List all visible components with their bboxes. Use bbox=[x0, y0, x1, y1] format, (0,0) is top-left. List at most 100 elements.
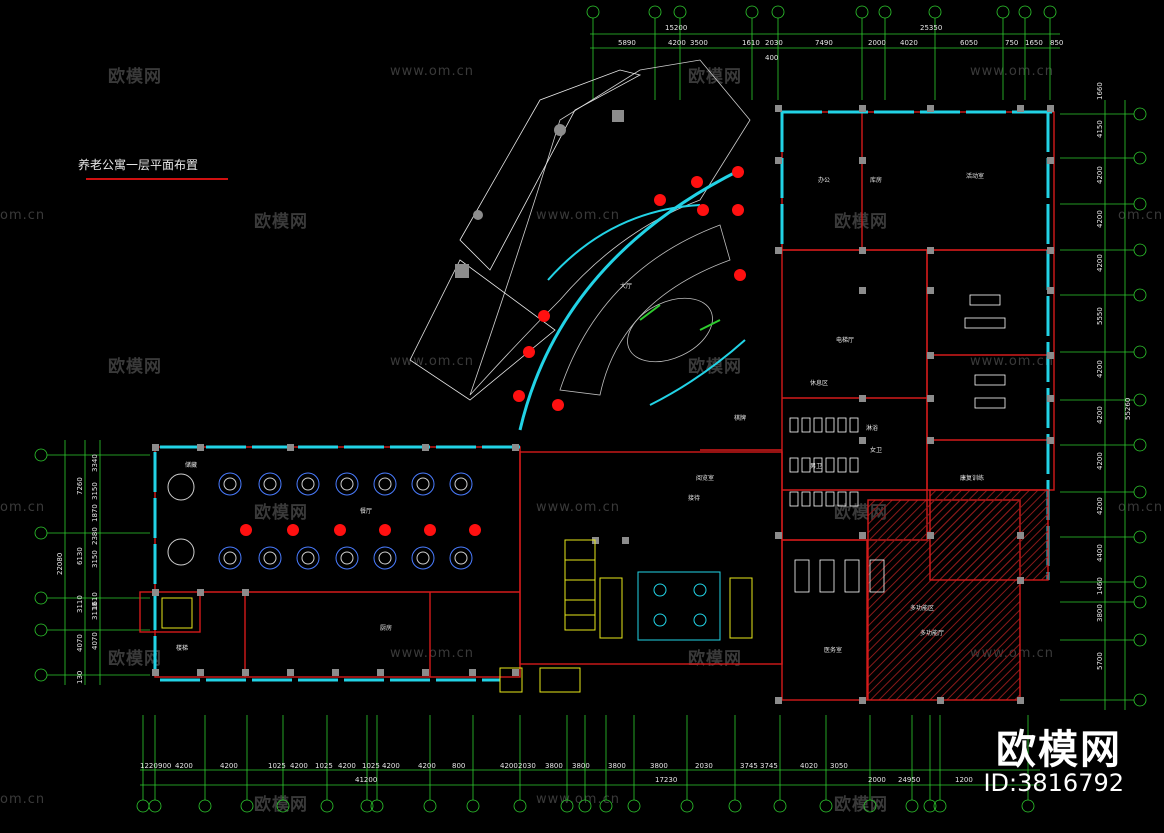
dim-text-top-sub: 15200 bbox=[665, 24, 687, 32]
bed bbox=[974, 397, 1006, 409]
toilet-stall bbox=[801, 417, 811, 433]
room-label: 淋浴 bbox=[866, 424, 878, 432]
dim-text-top: 4200 bbox=[668, 39, 686, 47]
dining-table-top bbox=[378, 477, 392, 491]
room-label: 接待 bbox=[688, 494, 700, 502]
watermark: www.om.cn bbox=[536, 792, 620, 807]
dining-table bbox=[296, 546, 320, 570]
watermark: www.om.cn bbox=[390, 64, 474, 79]
column bbox=[1017, 577, 1024, 584]
red-marker bbox=[552, 399, 564, 411]
watermark: om.cn bbox=[0, 500, 46, 515]
column bbox=[1047, 287, 1054, 294]
column bbox=[775, 157, 782, 164]
column bbox=[332, 669, 339, 676]
axis-bubble bbox=[773, 799, 787, 813]
dim-text-top: 3500 bbox=[690, 39, 708, 47]
title-underline bbox=[86, 178, 228, 180]
drawing-title: 养老公寓一层平面布置 bbox=[78, 158, 199, 172]
room-label: 大厅 bbox=[620, 282, 632, 290]
dining-table bbox=[258, 546, 282, 570]
dim-text-bottom: 4200 bbox=[220, 762, 238, 770]
dim-text-left: 3340 bbox=[91, 454, 99, 472]
axis-bubble bbox=[148, 799, 162, 813]
room-label: 厨房 bbox=[380, 624, 392, 632]
dining-table bbox=[218, 546, 242, 570]
dining-table bbox=[218, 472, 242, 496]
axis-bubble bbox=[34, 591, 48, 605]
dim-text-bottom: 3745 bbox=[740, 762, 758, 770]
watermark: www.om.cn bbox=[970, 64, 1054, 79]
dim-text-right: 4150 bbox=[1096, 120, 1104, 138]
red-marker bbox=[469, 524, 481, 536]
dim-text-bottom-total: 41200 bbox=[355, 776, 377, 784]
dim-text-right: 4200 bbox=[1096, 406, 1104, 424]
axis-bubble bbox=[34, 448, 48, 462]
column bbox=[197, 589, 204, 596]
column bbox=[197, 444, 204, 451]
dim-text-right: 1460 bbox=[1096, 577, 1104, 595]
watermark: 欧模网 bbox=[108, 67, 162, 87]
watermark: 欧模网 bbox=[108, 649, 162, 669]
axis-bubble bbox=[1133, 693, 1147, 707]
column bbox=[1017, 105, 1024, 112]
column bbox=[859, 157, 866, 164]
axis-bubble bbox=[560, 799, 574, 813]
dim-text-left: 130 bbox=[76, 671, 84, 684]
dim-text-right: 4200 bbox=[1096, 452, 1104, 470]
dining-table-top bbox=[340, 477, 354, 491]
dining-table-top bbox=[223, 551, 237, 565]
column bbox=[859, 247, 866, 254]
structural-columns bbox=[152, 105, 1054, 704]
dim-text-top: 2030 bbox=[765, 39, 783, 47]
dim-text-bottom: 4200 bbox=[338, 762, 356, 770]
dining-table bbox=[449, 472, 473, 496]
red-marker bbox=[379, 524, 391, 536]
axis-bubble bbox=[1043, 5, 1057, 19]
dim-text-left: 1610 bbox=[91, 592, 99, 610]
watermark: www.om.cn bbox=[536, 208, 620, 223]
dim-text-bottom: 3800 bbox=[545, 762, 563, 770]
bed bbox=[969, 294, 1001, 306]
toilet-stall bbox=[801, 491, 811, 507]
red-marker bbox=[334, 524, 346, 536]
column bbox=[1017, 532, 1024, 539]
column bbox=[859, 395, 866, 402]
axis-bubble bbox=[586, 5, 600, 19]
toilet-stall bbox=[837, 457, 847, 473]
room-label: 库房 bbox=[870, 176, 882, 184]
dim-text-bottom: 3800 bbox=[650, 762, 668, 770]
dining-table-top bbox=[454, 551, 468, 565]
room-label: 楼梯 bbox=[176, 644, 188, 652]
dim-text-left: 7260 bbox=[76, 477, 84, 495]
dimension-lines bbox=[64, 33, 1126, 786]
red-marker bbox=[523, 346, 535, 358]
room-label: 活动室 bbox=[966, 172, 984, 180]
axis-bubble bbox=[1133, 345, 1147, 359]
column bbox=[859, 437, 866, 444]
axis-bubble bbox=[863, 799, 877, 813]
dim-text-right: 4200 bbox=[1096, 254, 1104, 272]
dim-text-bottom: 1220 bbox=[140, 762, 158, 770]
dining-table bbox=[335, 546, 359, 570]
axis-bubble bbox=[599, 799, 613, 813]
dining-table-top bbox=[263, 551, 277, 565]
column bbox=[422, 669, 429, 676]
room-label: 多功能厅 bbox=[920, 629, 944, 637]
dining-table bbox=[373, 546, 397, 570]
dining-table bbox=[449, 546, 473, 570]
axis-bubble bbox=[136, 799, 150, 813]
room-label: 阅览室 bbox=[696, 474, 714, 482]
column bbox=[927, 352, 934, 359]
column bbox=[859, 697, 866, 704]
column bbox=[197, 669, 204, 676]
dim-text-bottom: 2030 bbox=[695, 762, 713, 770]
toilet-stall bbox=[825, 417, 835, 433]
axis-bubble bbox=[1133, 107, 1147, 121]
red-marker bbox=[240, 524, 252, 536]
dim-text-bottom: 4200 bbox=[500, 762, 518, 770]
dining-table-top bbox=[301, 551, 315, 565]
dim-text-bottom: 4200 bbox=[290, 762, 308, 770]
round-table-large bbox=[167, 473, 195, 501]
